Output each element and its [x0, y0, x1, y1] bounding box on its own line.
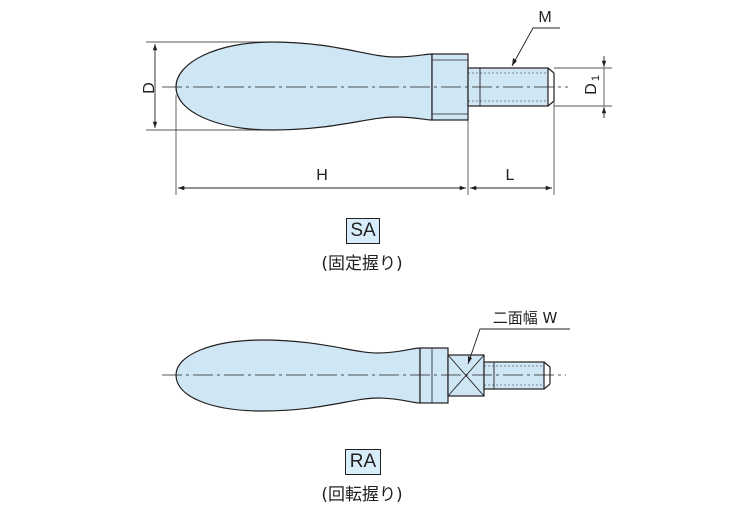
sa-code-label: SA	[346, 218, 380, 244]
sa-leader-m	[511, 27, 560, 67]
ra-caption: (回転握り)	[321, 485, 403, 505]
ra-leader-w	[467, 328, 570, 365]
sa-dim-m-label: M	[538, 9, 551, 26]
ra-dim-w-label: 二面幅 W	[493, 309, 558, 327]
ra-code-label: RA	[345, 449, 381, 475]
sa-dim-h-label: H	[316, 167, 328, 184]
sa-dim-d1-subscript: 1	[590, 75, 602, 81]
ra-handle-drawing: 二面幅 W	[162, 309, 570, 412]
ra-collar	[419, 347, 449, 404]
ra-grip-body	[175, 339, 421, 412]
sa-dim-d1-label: D	[583, 83, 600, 95]
sa-dim-l-label: L	[506, 167, 515, 184]
sa-caption: (固定握り)	[321, 254, 403, 274]
sa-grip-body	[175, 41, 433, 131]
sa-handle-drawing: D D 1 H L M	[141, 9, 612, 195]
sa-dim-d-label: D	[141, 82, 158, 94]
